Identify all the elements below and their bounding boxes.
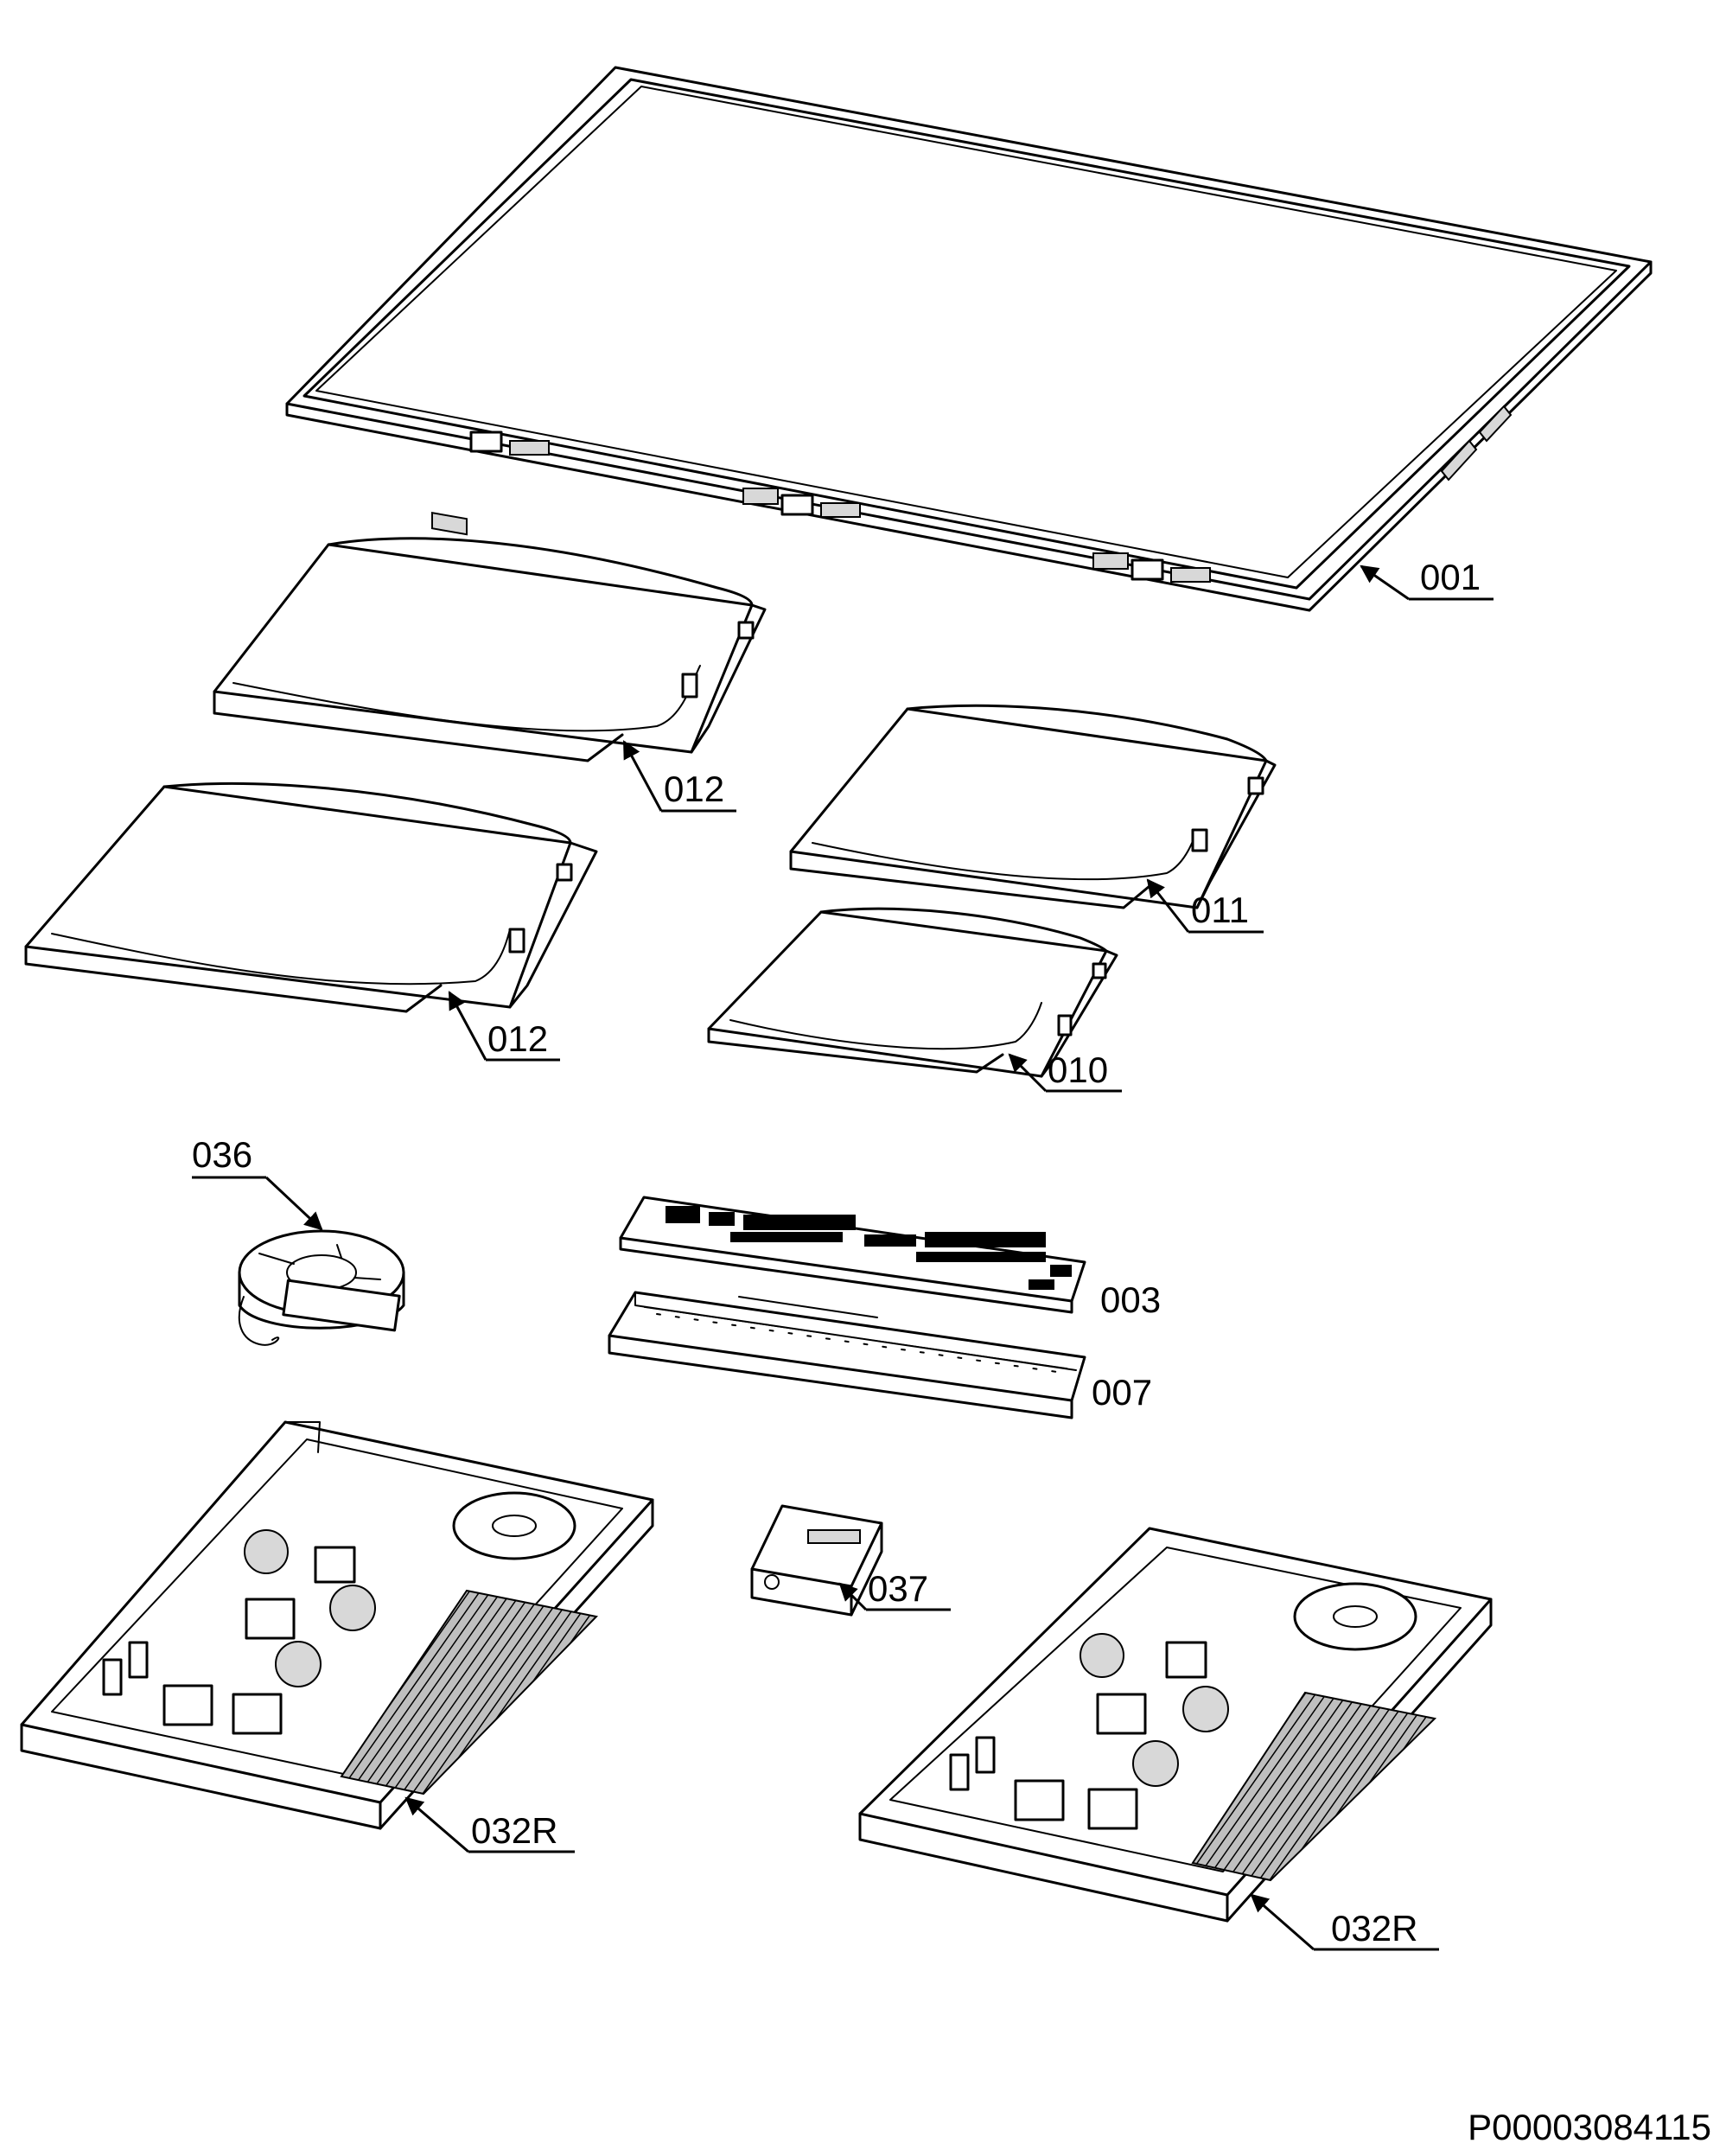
hob-zone-rear-left-drawing — [213, 537, 767, 762]
label-037-callout — [838, 1582, 951, 1611]
hob-zone-rear-right-drawing — [789, 704, 1277, 909]
control-board-drawing — [619, 1196, 1086, 1314]
label-010-callout — [1008, 1053, 1122, 1093]
part-label-036: 036 — [192, 1134, 252, 1175]
part-label-032r-left: 032R — [471, 1810, 557, 1851]
label-001-callout — [1360, 565, 1494, 601]
part-label-007: 007 — [1092, 1372, 1152, 1413]
part-label-003: 003 — [1100, 1279, 1161, 1320]
glass-top-drawing — [285, 66, 1653, 612]
control-housing-drawing — [608, 1291, 1086, 1419]
hob-zone-front-left-drawing — [24, 781, 598, 1013]
label-032r-left-callout — [404, 1796, 575, 1853]
label-012-front-callout — [448, 991, 560, 1062]
label-036-callout — [192, 1176, 323, 1231]
power-module-left-drawing — [20, 1420, 654, 1830]
part-label-012-rear: 012 — [664, 769, 724, 809]
part-label-001: 001 — [1420, 557, 1481, 597]
terminal-block-drawing — [750, 1504, 883, 1617]
label-011-callout — [1146, 878, 1264, 934]
part-label-012-front: 012 — [487, 1018, 548, 1059]
part-label-011: 011 — [1191, 890, 1249, 930]
fan-drawing — [238, 1229, 405, 1346]
hob-zone-front-right-drawing — [707, 907, 1118, 1078]
label-012-rear-callout — [622, 740, 736, 813]
part-label-010: 010 — [1048, 1049, 1108, 1090]
part-label-037: 037 — [868, 1568, 928, 1609]
part-label-032r-right: 032R — [1331, 1908, 1417, 1949]
document-id: P00003084115 — [1468, 2107, 1711, 2147]
power-module-right-drawing — [858, 1527, 1493, 1923]
label-032r-right-callout — [1250, 1893, 1439, 1951]
